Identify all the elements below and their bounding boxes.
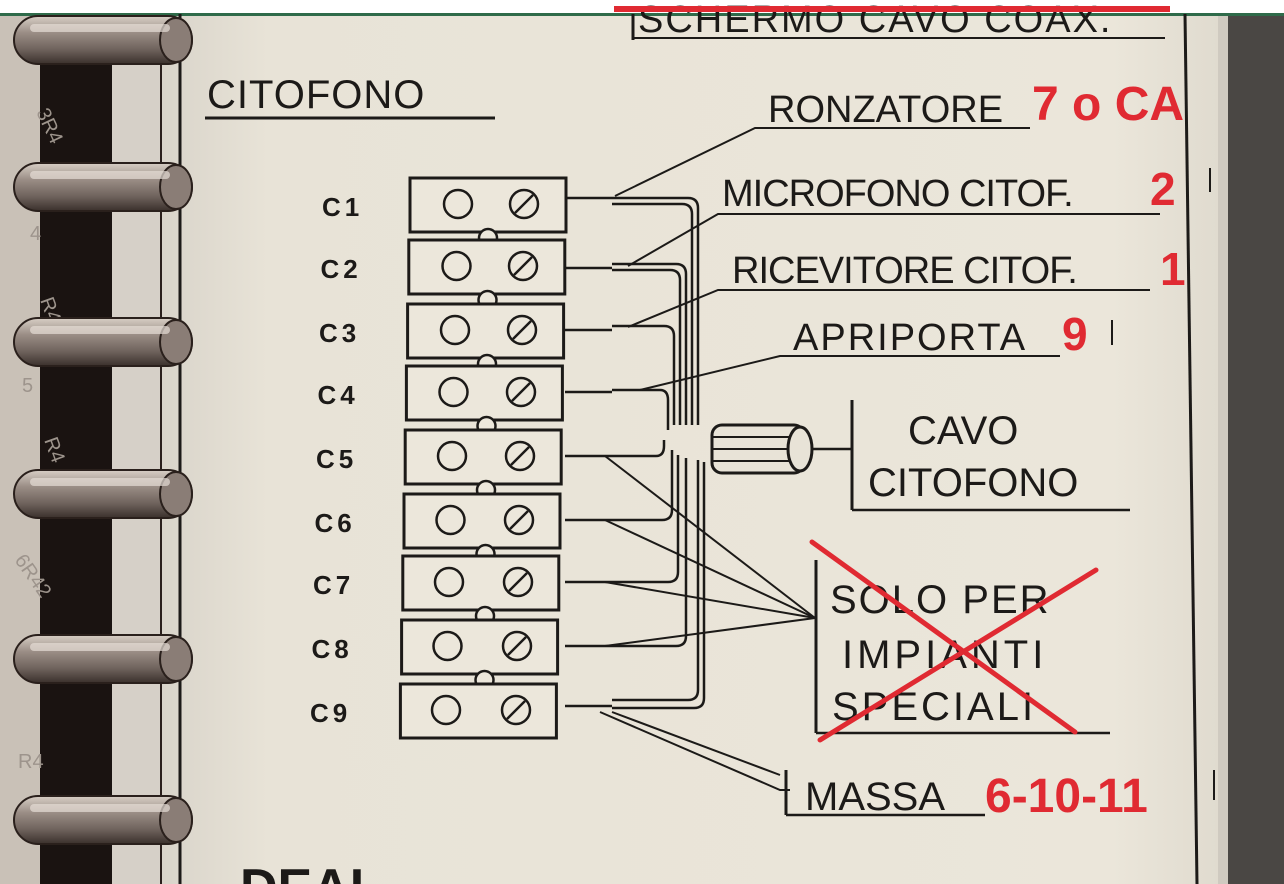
binder-page-edge (0, 0, 40, 884)
binder-ring (13, 162, 193, 212)
terminal-cell (407, 238, 567, 311)
solo-label-line1: SOLO PER (830, 578, 1051, 622)
terminal-cell (400, 618, 560, 691)
label-massa: MASSA (805, 775, 945, 819)
terminal-label: C4 (318, 380, 359, 410)
terminal-label: C5 (316, 444, 357, 474)
paper-right-edge (1218, 14, 1228, 884)
paper-right-shadow (1218, 14, 1284, 884)
binder-ring (13, 795, 193, 845)
binder-ring (13, 15, 193, 65)
binder-ring (13, 634, 193, 684)
label-microfono: MICROFONO CITOF. (722, 173, 1073, 215)
binder-light-edge (112, 0, 160, 884)
binder-rings (13, 15, 193, 845)
red-annotations: 7 o CA 2 1 9 6-10-11 (985, 78, 1186, 823)
annotation-microfono: 2 (1150, 163, 1176, 215)
binder-dark-strip (40, 0, 120, 884)
binder-mark: 5 (22, 375, 33, 397)
frame-line-right (1183, 13, 1199, 884)
label-ricevitore: RICEVITORE CITOF. (732, 250, 1077, 292)
solo-label-line2: IMPIANTI (842, 633, 1047, 677)
terminal-label: C8 (312, 634, 353, 664)
cable-connector (710, 423, 852, 475)
annotation-apriporta: 9 (1062, 308, 1088, 360)
wiring (565, 127, 1160, 791)
terminal-label: C1 (322, 192, 363, 222)
terminal-label: C7 (313, 570, 354, 600)
terminal-cell (401, 554, 561, 627)
terminal-cell (408, 176, 568, 249)
red-cross-mark (809, 539, 1099, 743)
bottom-partial-text: DEAL (240, 859, 382, 884)
binder-ring (13, 317, 193, 367)
label-ronzatore: RONZATORE (768, 89, 1003, 131)
terminal-label: C3 (319, 318, 360, 348)
terminal-label: C9 (310, 698, 351, 728)
terminal-block (398, 176, 568, 740)
binder-ring (13, 469, 193, 519)
terminal-label: C6 (315, 508, 356, 538)
binder-mark: 4 (30, 223, 41, 245)
cavo-label-line1: CAVO (908, 409, 1018, 453)
annotation-massa: 6-10-11 (985, 770, 1148, 823)
annotation-ricevitore: 1 (1160, 243, 1186, 295)
terminal-label: C2 (321, 254, 362, 284)
label-apriporta: APRIPORTA (793, 317, 1027, 359)
binder-mark: R4 (18, 751, 44, 773)
annotation-ronzatore: 7 o CA (1032, 78, 1184, 131)
cavo-label-line2: CITOFONO (868, 461, 1078, 505)
terminal-cell (402, 492, 562, 565)
solo-label-line3: SPECIALI (832, 685, 1036, 729)
terminal-cell (398, 682, 558, 740)
diagram-title: CITOFONO (207, 73, 425, 117)
